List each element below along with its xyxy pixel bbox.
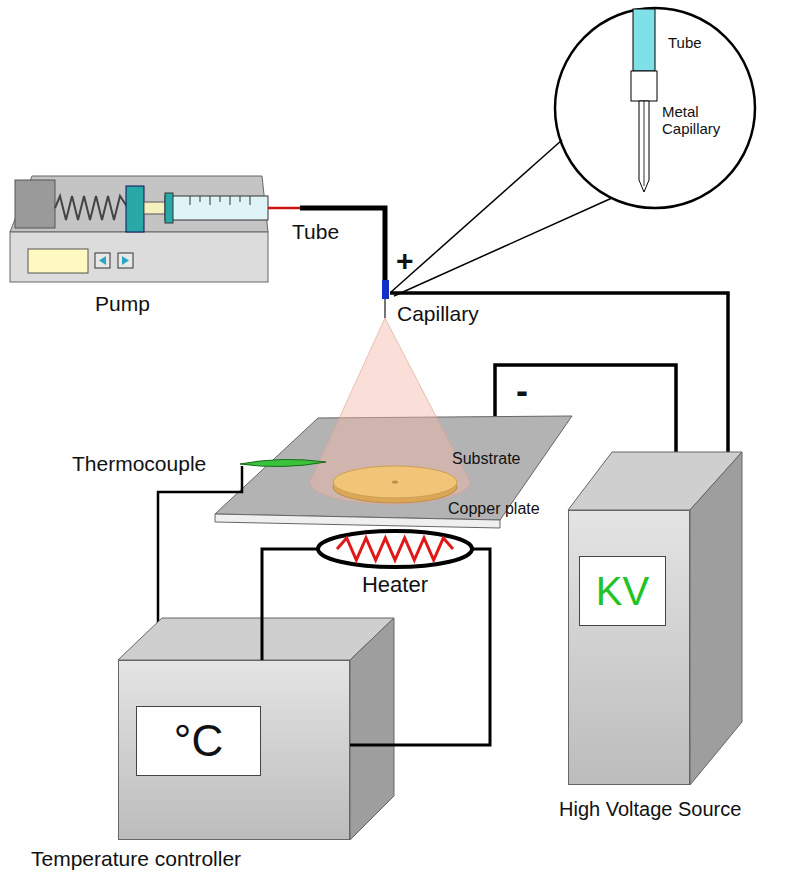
inset-leader [394, 198, 612, 296]
inset-leader [391, 140, 562, 292]
inset-needle [639, 101, 649, 192]
pump-display [28, 249, 88, 273]
thermocouple-probe [240, 459, 326, 466]
part-label: Tube [668, 34, 702, 51]
thermocouple-wire [158, 466, 242, 640]
pump-clamp [15, 180, 55, 228]
inset-needle-bore [644, 101, 645, 186]
metal-capillary [384, 299, 386, 318]
device-label: High Voltage Source [559, 798, 741, 821]
heater: Heater [315, 528, 475, 570]
part-label: Substrate [452, 450, 520, 468]
spray-cone [310, 318, 470, 504]
inset-tube [633, 9, 655, 71]
pump-button-arrow [122, 256, 129, 265]
syringe-barrel [165, 196, 268, 220]
pump-pusher [126, 186, 144, 232]
device-label: Temperature controller [31, 847, 241, 871]
pump-button [95, 253, 110, 268]
polarity-sign: + [396, 244, 414, 279]
controller-top [118, 618, 394, 660]
heating-coil [337, 538, 453, 560]
pump-top [10, 176, 268, 232]
capillary-holder [382, 280, 389, 299]
part-label: Capillary [397, 302, 479, 326]
heater-outline [315, 528, 475, 570]
temperature-controller: °CTemperature controller [118, 660, 350, 840]
syringe-scale [190, 196, 250, 205]
inset-circle [555, 8, 755, 208]
power-wire [262, 549, 317, 660]
display-readout: °C [136, 706, 261, 776]
part-label: Tube [292, 220, 339, 244]
part-label: Metal Capillary [662, 104, 742, 137]
syringe-needle [268, 207, 300, 210]
pump-front [10, 232, 268, 282]
part-label: Thermocouple [72, 452, 206, 476]
part-label: Pump [95, 292, 150, 316]
syringe-plunger [144, 202, 168, 214]
hv-source-side [690, 452, 742, 785]
controller-side [350, 618, 394, 840]
inset-connector [631, 71, 657, 101]
pump-button [118, 253, 133, 268]
polarity-sign: - [516, 370, 528, 411]
high-voltage-source: KVHigh Voltage Source [568, 510, 690, 785]
pump-spring [55, 196, 128, 220]
syringe-flange [165, 193, 173, 223]
feed-tube [300, 208, 385, 281]
part-label: Copper plate [448, 500, 540, 518]
display-readout: KV [579, 556, 666, 626]
heater-ellipse [318, 531, 472, 567]
device-label: Heater [315, 572, 475, 597]
pump-button-arrow [99, 256, 106, 265]
